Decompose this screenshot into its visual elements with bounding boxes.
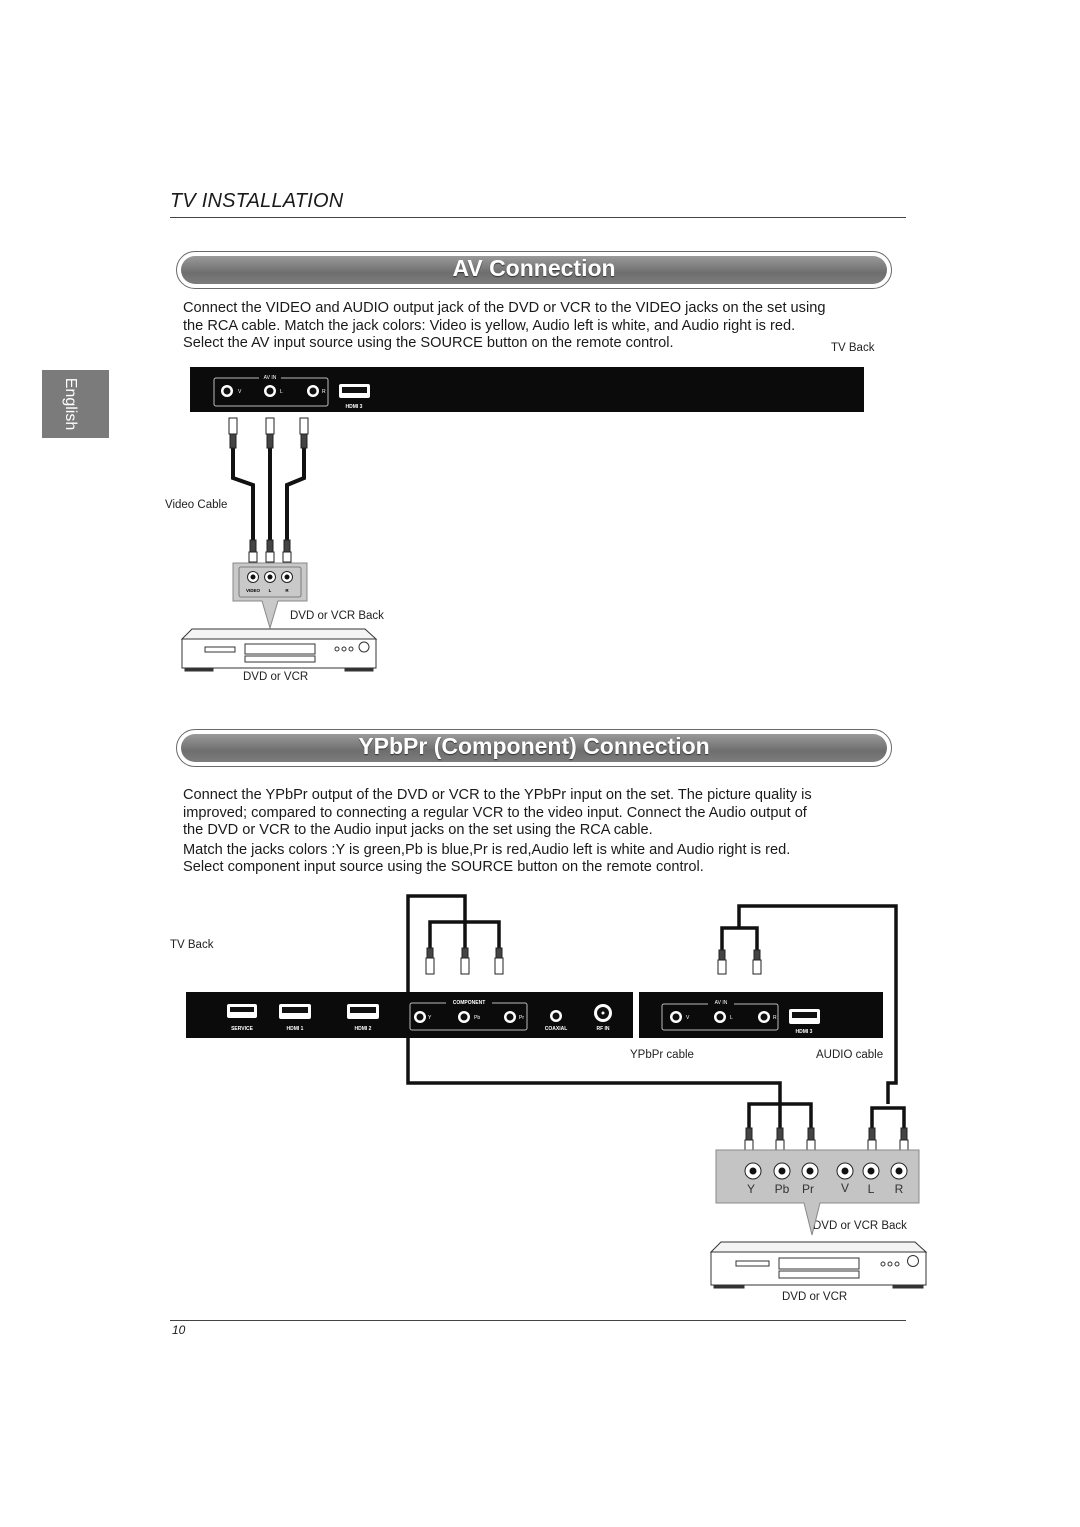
ypbpr-tv-back-label: TV Back — [170, 939, 214, 951]
av-panel-jack-l — [264, 385, 276, 397]
component-jack-label: Pr — [519, 1015, 524, 1021]
ypbpr-top-component-split — [428, 920, 501, 950]
audio-cable-label: AUDIO cable — [816, 1049, 884, 1061]
component-header: COMPONENT — [453, 1000, 486, 1006]
ypbpr-device-back-label: DVD or VCR Back — [813, 1220, 907, 1232]
device-jack-label: R — [895, 1182, 904, 1196]
av-in-jack-label: V — [686, 1015, 690, 1021]
av-device-jack-l — [264, 571, 276, 583]
component-jack-pb — [458, 1011, 470, 1023]
ypbpr-instructions: Connect the YPbPr output of the DVD or V… — [183, 787, 883, 877]
ypbpr-instruction-line: the DVD or VCR to the Audio input jacks … — [183, 822, 653, 838]
av-panel-jack-label: R — [322, 389, 326, 395]
language-tab: English — [42, 370, 109, 438]
av-instruction-line: Select the AV input source using the SOU… — [183, 335, 674, 351]
av-instruction-line: Connect the VIDEO and AUDIO output jack … — [183, 300, 826, 316]
av-rca-plugs-top — [228, 417, 309, 449]
ypbpr-bottom-plugs — [744, 1127, 909, 1153]
port-label: HDMI 1 — [287, 1026, 304, 1032]
av-dvd-player-illustration — [180, 628, 378, 672]
section-title: TV INSTALLATION — [170, 190, 344, 212]
device-jack-label: V — [841, 1181, 849, 1195]
device-jack-label: L — [868, 1182, 875, 1196]
footer-rule — [170, 1320, 906, 1321]
ypbpr-cable-label: YPbPr cable — [630, 1049, 694, 1061]
av-connection-banner: AV Connection — [176, 251, 892, 289]
ypbpr-dvd-player-illustration — [709, 1241, 928, 1289]
av-panel-hdmi-label: HDMI 3 — [346, 404, 363, 410]
av-panel-jack-v — [221, 385, 233, 397]
av-device-jack-r — [281, 571, 293, 583]
av-device-jack-label: L — [269, 588, 272, 593]
service-usb-port — [227, 1004, 257, 1018]
device-jack-r — [890, 1162, 908, 1180]
ypbpr-bottom-split — [747, 1102, 813, 1128]
av-in-header: AV IN — [715, 1000, 728, 1006]
av-in-jack-l — [714, 1011, 726, 1023]
av-rca-cables — [231, 448, 306, 540]
hdmi-1-port — [279, 1004, 311, 1019]
av-in-jack-label: R — [773, 1015, 777, 1021]
device-jack-y — [744, 1162, 762, 1180]
av-panel-hdmi-port — [339, 384, 370, 398]
ypbpr-routing-cables — [406, 894, 898, 1104]
ypbpr-instruction-line: Match the jacks colors :Y is green,Pb is… — [183, 841, 791, 858]
av-in-jack-v — [670, 1011, 682, 1023]
av-tv-back-panel — [190, 367, 864, 412]
device-jack-pr — [801, 1162, 819, 1180]
av-panel-jack-label: L — [280, 389, 283, 395]
av-device-jack-label: VIDEO — [246, 588, 261, 593]
av-device-label: DVD or VCR — [243, 671, 309, 683]
av-connection-title: AV Connection — [452, 255, 616, 281]
device-jack-pb — [773, 1162, 791, 1180]
av-in-jack-label: L — [730, 1015, 733, 1021]
ypbpr-instruction-line: Connect the YPbPr output of the DVD or V… — [183, 787, 812, 803]
ypbpr-instruction-line: Select component input source using the … — [183, 859, 704, 875]
rf-in-port — [594, 1004, 612, 1022]
component-jack-pr — [504, 1011, 516, 1023]
av-in-jack-r — [758, 1011, 770, 1023]
ypbpr-instruction-line: improved; compared to connecting a regul… — [183, 804, 807, 821]
hdmi-3-port — [789, 1009, 820, 1024]
ypbpr-top-plugs — [425, 947, 762, 975]
av-device-jack-label: R — [285, 588, 289, 593]
device-jack-l — [862, 1162, 880, 1180]
device-jack-label: Pr — [802, 1182, 814, 1196]
header-rule — [170, 217, 906, 218]
av-tv-back-label: TV Back — [831, 342, 875, 354]
av-instructions: Connect the VIDEO and AUDIO output jack … — [183, 300, 883, 353]
av-device-jack-video — [247, 571, 259, 583]
device-jack-label: Y — [747, 1182, 755, 1196]
av-panel-jack-r — [307, 385, 319, 397]
hdmi-2-port — [347, 1004, 379, 1019]
av-cable-label: Video Cable — [165, 499, 228, 511]
coaxial-label: COAXIAL — [545, 1026, 568, 1032]
rf-in-label: RF IN — [596, 1026, 609, 1032]
component-jack-label: Pb — [474, 1015, 480, 1021]
audio-bottom-split — [870, 1106, 906, 1128]
ypbpr-device-label: DVD or VCR — [782, 1291, 848, 1303]
av-rca-plugs-bottom — [248, 539, 292, 563]
av-device-back-label: DVD or VCR Back — [290, 610, 384, 622]
audio-top-split — [720, 926, 759, 952]
device-jack-label: Pb — [775, 1182, 790, 1196]
av-panel-header: AV IN — [264, 375, 277, 381]
port-label: HDMI 2 — [355, 1026, 372, 1032]
ypbpr-connection-title: YPbPr (Component) Connection — [358, 733, 710, 759]
coaxial-port — [550, 1010, 562, 1022]
av-instruction-line: the RCA cable. Match the jack colors: Vi… — [183, 317, 796, 334]
hdmi-3-label: HDMI 3 — [796, 1029, 813, 1035]
port-label: SERVICE — [231, 1026, 254, 1032]
component-jack-label: Y — [428, 1015, 432, 1021]
av-panel-jack-label: V — [238, 389, 242, 395]
ypbpr-connection-banner: YPbPr (Component) Connection — [176, 729, 892, 767]
device-jack-v — [836, 1162, 854, 1180]
page-number: 10 — [172, 1323, 186, 1337]
component-jack-y — [414, 1011, 426, 1023]
